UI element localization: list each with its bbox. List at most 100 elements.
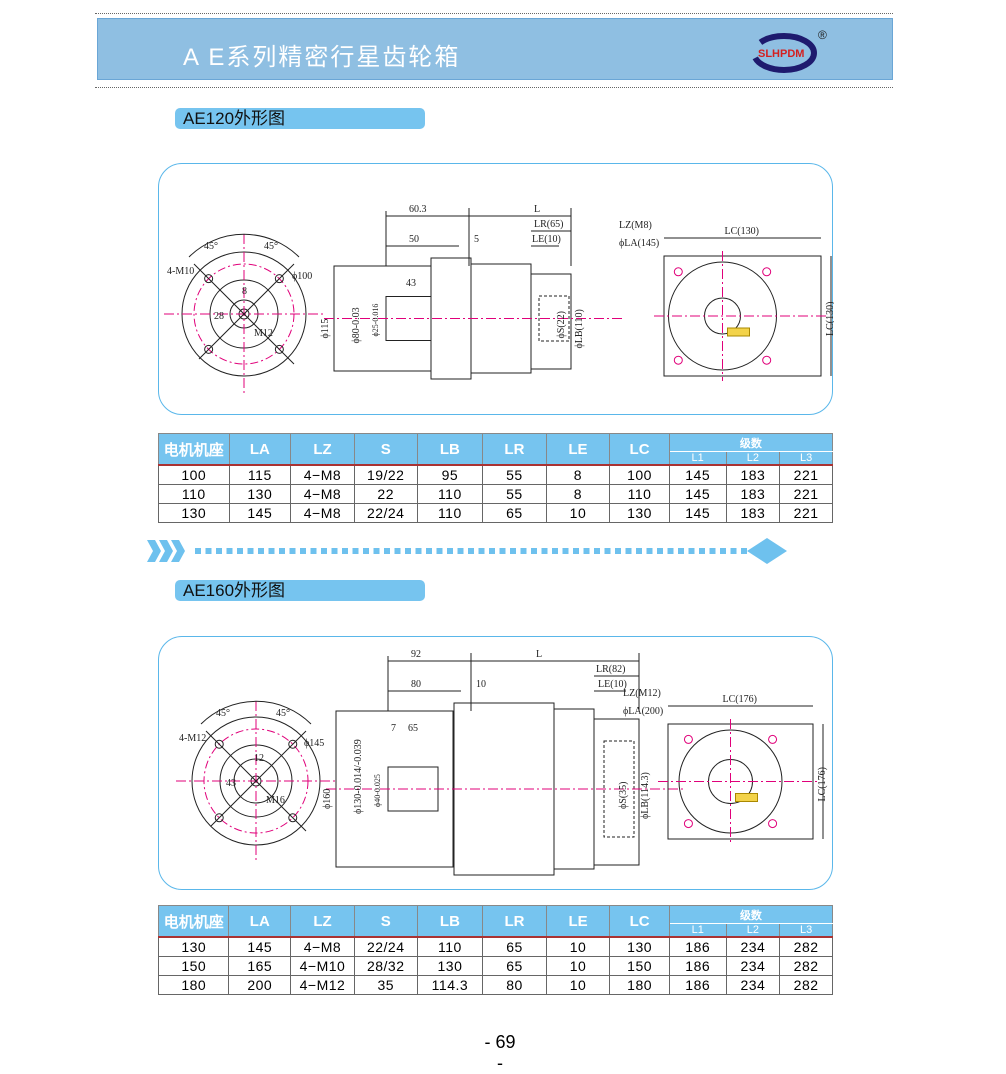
table-cell: 282 [779,955,833,976]
stage-column-header: L1 [668,451,727,466]
table-cell: 28/32 [353,955,418,976]
dimension-label: LR(82) [596,664,625,675]
dimension-label: 80 [411,679,421,690]
section-arrow-divider [147,538,787,564]
table-cell: 130 [609,936,670,957]
column-header: LZ [290,433,355,466]
dimension-label: 7 [391,723,396,734]
table-cell: 65 [482,502,547,523]
table-cell: 10 [545,502,611,523]
dimension-label: LZ(M12) [623,688,661,699]
table-cell: 150 [157,955,230,976]
svg-text:®: ® [818,28,827,42]
table-cell: 65 [482,936,547,957]
table-cell: 145 [668,464,727,485]
table-cell: 150 [609,955,670,976]
dimension-label: LR(65) [534,219,563,230]
table-cell: 10 [545,936,611,957]
section-label-ae160: AE160外形图 [175,580,425,601]
dimension-label: M12 [254,328,273,339]
dimension-label: ϕ25-0.016 [371,304,380,337]
table-cell: 145 [228,502,292,523]
column-header: LA [228,905,292,938]
table-cell: 55 [482,464,547,485]
dimension-label: LC(130) [825,302,834,336]
table-cell: 130 [157,936,230,957]
table-cell: 234 [725,955,781,976]
page-number: - 69 - [484,1032,516,1073]
dimension-label: 50 [409,234,419,245]
dimension-label: ϕ160 [322,789,333,809]
table-cell: 234 [725,936,781,957]
dimension-label: 43 [406,278,416,289]
table-cell: 110 [158,483,230,504]
dimension-label: 5 [474,234,479,245]
stage-header: 级数 [668,905,834,924]
table-cell: 4−M10 [290,955,355,976]
dimension-label: 4-M10 [167,266,194,277]
table-cell: 183 [725,464,781,485]
table-cell: 115 [228,464,292,485]
table-cell: 80 [482,974,547,995]
column-header: LE [545,905,611,938]
dimension-label: ϕ145 [304,738,324,749]
table-cell: 145 [668,502,727,523]
table-cell: 10 [545,955,611,976]
table-cell: 114.3 [416,974,484,995]
dimension-label: ϕS(22) [556,311,567,339]
dimension-label: LC(176) [817,767,828,801]
dimension-label: 10 [476,679,486,690]
table-cell: 145 [228,936,292,957]
table-cell: 4−M12 [290,974,355,995]
dimension-label: 45° [216,708,230,719]
table-cell: 200 [228,974,292,995]
dimension-label: 4-M12 [179,733,206,744]
table-cell: 8 [545,464,611,485]
top-divider [95,13,893,14]
table-cell: 221 [779,502,833,523]
page-title: A E系列精密行星齿轮箱 [183,44,461,71]
table-cell: 19/22 [353,464,418,485]
column-header: LR [482,905,547,938]
table-cell: 110 [416,483,484,504]
stage-column-header: L2 [725,451,781,466]
column-header: LZ [290,905,355,938]
dimension-label: 65 [408,723,418,734]
dimension-label: 60.3 [409,204,427,215]
column-header: 电机机座 [158,433,230,466]
table-cell: 130 [416,955,484,976]
stage-column-header: L2 [725,923,781,938]
dimension-label: M16 [266,795,285,806]
brand-logo: SLHPDM ® [751,28,827,73]
table-cell: 110 [416,502,484,523]
table-cell: 100 [158,464,230,485]
dimension-label: L [536,649,542,660]
table-cell: 35 [353,974,418,995]
header-divider [95,87,893,88]
table-cell: 8 [545,483,611,504]
table-cell: 4−M8 [290,483,355,504]
dimension-label: LC(176) [723,694,757,705]
column-header: LB [416,905,484,938]
table-cell: 4−M8 [290,936,355,957]
dimension-label: 43 [226,778,236,789]
table-cell: 221 [779,464,833,485]
table-cell: 183 [725,483,781,504]
table-cell: 180 [609,974,670,995]
dimension-label: 45° [276,708,290,719]
table-cell: 55 [482,483,547,504]
dimension-label: ϕLA(200) [623,706,663,717]
table-cell: 180 [157,974,230,995]
column-header: LB [416,433,484,466]
page-header: A E系列精密行星齿轮箱 SLHPDM ® [97,18,893,80]
column-header: 电机机座 [157,905,230,938]
dimension-label: ϕ100 [292,271,312,282]
